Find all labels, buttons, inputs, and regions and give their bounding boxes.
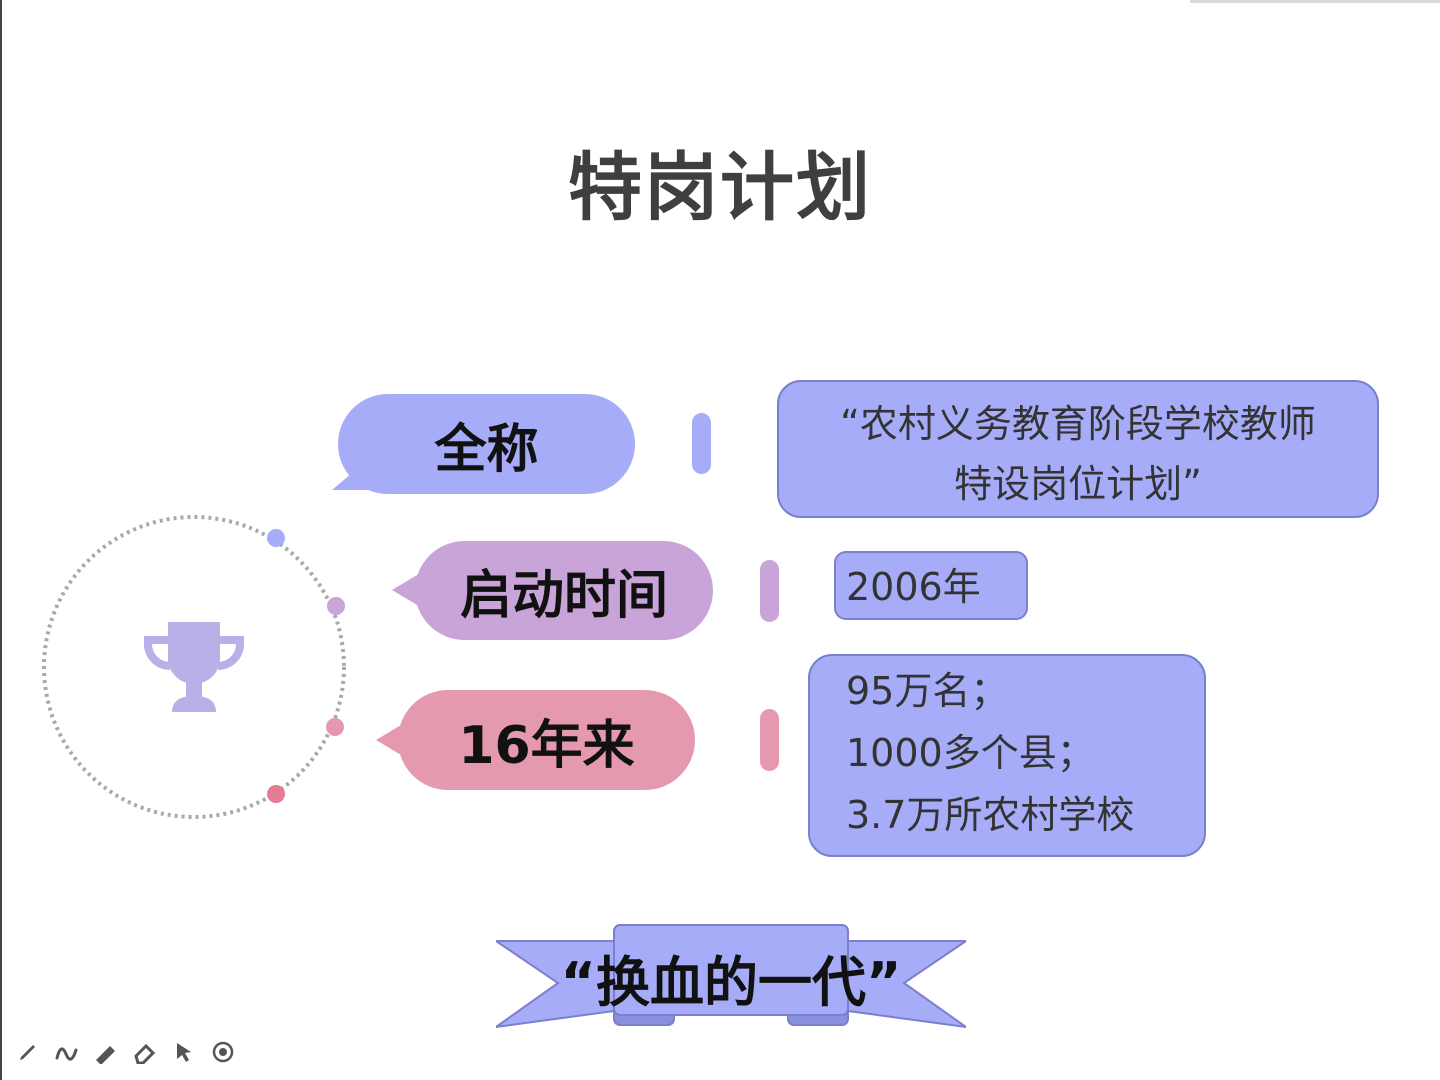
decorative-circle (42, 515, 346, 819)
ribbon-banner (496, 924, 966, 1028)
ring-dot-2 (327, 597, 345, 615)
info-box-16-years: 95万名； 1000多个县； 3.7万所农村学校 (808, 654, 1206, 857)
info-line: “农村义务教育阶段学校教师 (840, 402, 1316, 446)
trophy-icon (144, 622, 244, 712)
info-box-start-time: 2006年 (834, 551, 1028, 620)
record-icon[interactable] (209, 1038, 236, 1066)
annotation-toolbar (14, 1038, 236, 1066)
info-line: 特设岗位计划” (954, 462, 1202, 506)
page-title: 特岗计划 (568, 145, 872, 231)
label-bubble-start-time: 启动时间 (415, 541, 713, 640)
banner-text: “换血的一代” (560, 951, 902, 1014)
highlighter-icon[interactable] (92, 1038, 119, 1066)
info-line: 95万名； (846, 669, 1009, 713)
top-strip (1190, 0, 1440, 3)
pointer-icon[interactable] (170, 1038, 197, 1066)
bubble-label: 16年来 (458, 715, 635, 776)
label-bubble-full-name: 全称 (338, 394, 635, 494)
pen-icon[interactable] (14, 1038, 41, 1066)
connector-bar-2 (760, 560, 779, 622)
ring-dot-4 (267, 785, 285, 803)
ring-dot-3 (326, 718, 344, 736)
curve-icon[interactable] (53, 1038, 80, 1066)
dotted-ring (42, 515, 346, 819)
info-box-full-name: “农村义务教育阶段学校教师 特设岗位计划” (777, 380, 1379, 518)
label-bubble-16-years: 16年来 (398, 690, 695, 790)
bubble-label: 全称 (434, 419, 539, 480)
connector-bar-3 (760, 709, 779, 771)
info-line: 3.7万所农村学校 (846, 793, 1135, 837)
info-line: 1000多个县； (846, 731, 1095, 775)
eraser-icon[interactable] (131, 1038, 158, 1066)
connector-bar-1 (692, 413, 711, 474)
ring-dot-1 (267, 529, 285, 547)
info-line: 2006年 (846, 565, 981, 609)
bubble-label: 启动时间 (459, 566, 668, 626)
